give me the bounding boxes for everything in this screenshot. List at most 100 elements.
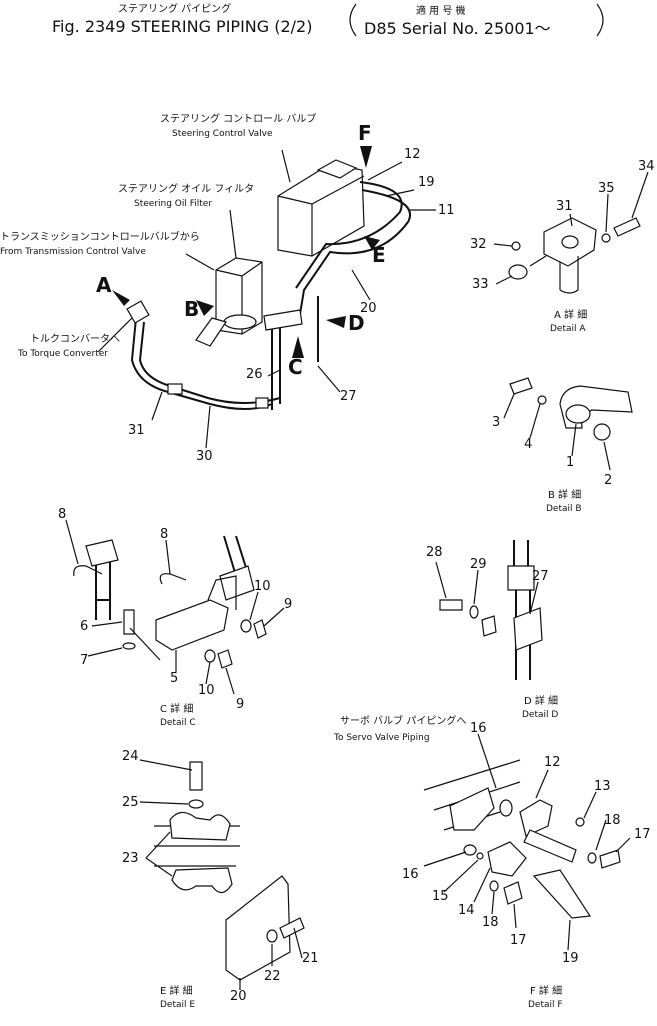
- detail-d-title: Detail D: [522, 710, 558, 720]
- callout-11: 11: [438, 203, 455, 218]
- pipe-26: [271, 316, 281, 410]
- callout-19: 19: [418, 175, 435, 190]
- callout-a-33: 33: [472, 277, 489, 292]
- detail-letter-c: C: [288, 355, 303, 379]
- serial-range: D85 Serial No. 25001～: [364, 19, 551, 38]
- detail-b-title: Detail B: [546, 504, 582, 514]
- bracket-20: [225, 875, 291, 981]
- callout-d-29: 29: [470, 557, 487, 572]
- detail-letter-b: B: [184, 297, 199, 321]
- detail-c-title-jp: C 詳 細: [160, 702, 193, 715]
- bolt-28: [439, 599, 463, 611]
- detail-a-title-jp: A 詳 細: [554, 308, 587, 321]
- filter-base: [223, 314, 257, 330]
- callout-b-2: 2: [604, 473, 612, 488]
- arrow-d: [326, 316, 346, 328]
- detail-b-drawing: [503, 377, 633, 471]
- o-ring-15: [476, 852, 484, 860]
- washer-10: [240, 619, 252, 633]
- washer-22: [266, 929, 278, 943]
- callout-f-12: 12: [544, 755, 561, 770]
- detail-f-drawing: [423, 733, 631, 951]
- washer-18b: [587, 852, 597, 864]
- callout-26: 26: [246, 367, 263, 382]
- washer-7: [122, 642, 136, 650]
- detail-e-title: Detail E: [160, 1000, 195, 1010]
- washer-29: [469, 605, 479, 619]
- u-bolt-8-left: [73, 565, 103, 577]
- clamp-bracket: [263, 309, 303, 331]
- arrow-a: [112, 290, 130, 306]
- torque-converter-flange: [126, 300, 150, 324]
- u-bolt-8-right: [159, 573, 187, 585]
- tcv-label-jp: トランスミッションコントロールバルブから: [0, 230, 200, 243]
- bolt-21: [279, 917, 305, 939]
- detail-f-title-jp: F 詳 細: [530, 984, 562, 997]
- tc-label-jp: トルクコンバータへ: [30, 333, 120, 345]
- callout-f-13: 13: [594, 779, 611, 794]
- callout-c-10a: 10: [254, 579, 271, 594]
- detail-letter-e: E: [372, 243, 386, 267]
- callout-c-10b: 10: [198, 683, 215, 698]
- fitting-12: [519, 799, 553, 837]
- callout-c-8b: 8: [160, 527, 168, 542]
- arrow-c: [292, 336, 304, 358]
- callout-12: 12: [404, 147, 421, 162]
- detail-c-drawing: [65, 519, 285, 695]
- callout-c-9a: 9: [284, 597, 292, 612]
- sof-label: Steering Oil Filter: [134, 199, 212, 209]
- filter-inlet-elbow: [195, 317, 227, 347]
- title-jp: ステアリング パイピング: [118, 2, 231, 15]
- callout-c-7: 7: [80, 653, 88, 668]
- detail-e-title-jp: E 詳 細: [160, 984, 193, 997]
- detail-e-drawing: [139, 759, 305, 990]
- callout-31: 31: [128, 423, 145, 438]
- detail-c-leaders: [65, 519, 285, 695]
- flange-pipe: [559, 256, 579, 294]
- detail-a-title: Detail A: [550, 324, 586, 334]
- bracket-upright: [207, 575, 237, 610]
- scv-label: Steering Control Valve: [172, 129, 273, 139]
- plug-32: [511, 241, 521, 251]
- detail-d-leaders: [435, 561, 539, 615]
- bolt-24: [189, 761, 203, 791]
- o-ring-2: [593, 423, 611, 441]
- clamp-23-top: [169, 811, 231, 841]
- callout-e-23: 23: [122, 851, 139, 866]
- bolt-3: [509, 377, 533, 395]
- servo-flange: [449, 787, 495, 831]
- pipe-joint: [255, 397, 269, 409]
- nut-9b: [217, 649, 233, 669]
- arrow-f: [360, 146, 372, 168]
- callout-f-18a: 18: [604, 813, 621, 828]
- callout-e-22: 22: [264, 969, 281, 984]
- detail-d-drawing: [435, 540, 543, 680]
- washer-13: [575, 817, 585, 827]
- callout-a-31: 31: [556, 199, 573, 214]
- callout-e-25: 25: [122, 795, 139, 810]
- hose-11: [299, 189, 411, 315]
- detail-letter-d: D: [348, 311, 365, 335]
- tc-label: To Torque Converter: [17, 349, 108, 359]
- callout-c-5: 5: [170, 671, 178, 686]
- bolt-6: [123, 609, 135, 635]
- callout-f-16b: 16: [402, 867, 419, 882]
- clamp-23-bottom: [171, 867, 233, 894]
- callout-f-19: 19: [562, 951, 579, 966]
- paren-left: [349, 3, 357, 37]
- hose-19: [295, 181, 403, 289]
- servo-label: To Servo Valve Piping: [333, 733, 430, 743]
- pipe-upper: [513, 540, 529, 570]
- main-assembly-view: [97, 146, 436, 449]
- callout-a-32: 32: [470, 237, 487, 252]
- hose-19f: [532, 869, 592, 919]
- callout-e-21: 21: [302, 951, 319, 966]
- elbow-flange: [565, 404, 591, 424]
- callout-d-28: 28: [426, 545, 443, 560]
- hose-12: [523, 829, 577, 863]
- callout-a-35: 35: [598, 181, 615, 196]
- callout-b-3: 3: [492, 415, 500, 430]
- sof-label-jp: ステアリング オイル フィルタ: [118, 182, 254, 195]
- bolt-17: [503, 881, 523, 905]
- nut-9: [253, 619, 267, 639]
